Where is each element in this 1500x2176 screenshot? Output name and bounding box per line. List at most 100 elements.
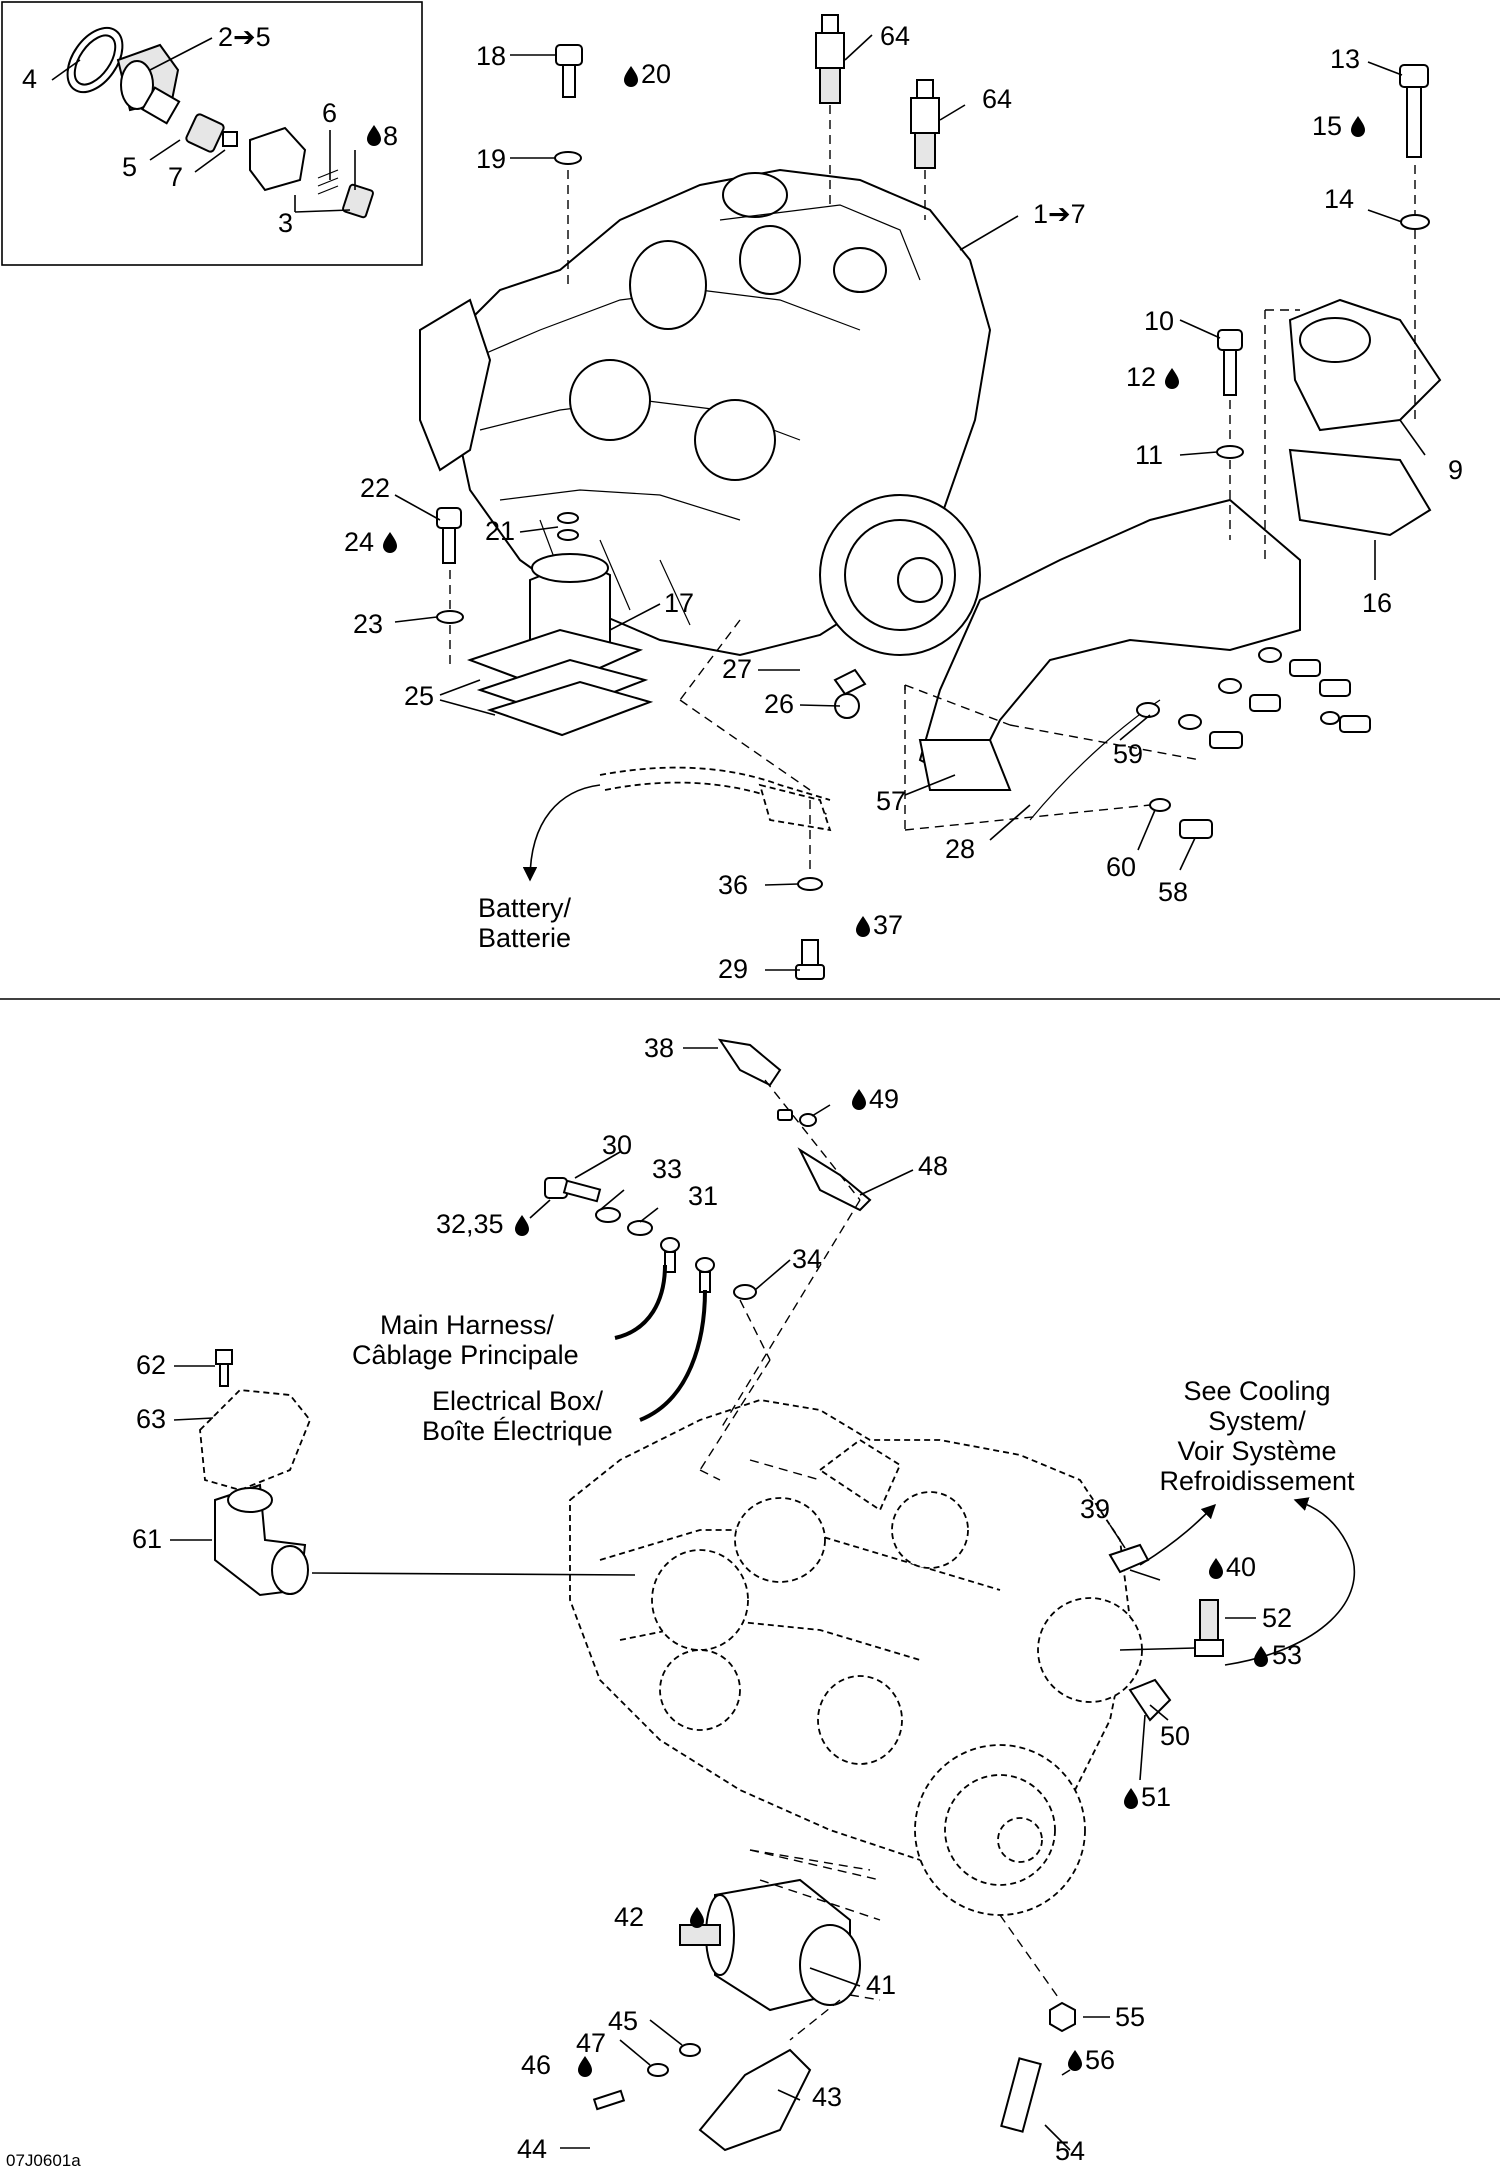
note-battery-line1: Battery/ [478, 893, 572, 923]
drop-icon [383, 532, 397, 553]
drop-icon [1209, 1558, 1223, 1579]
callout-49: 49 [869, 1084, 899, 1114]
engine-lower [569, 1399, 1143, 1916]
callout-37: 37 [873, 910, 903, 940]
drop-icon [852, 1089, 866, 1110]
callout-61: 61 [132, 1524, 162, 1554]
drop-icon [1124, 1788, 1138, 1809]
callout-64b: 64 [982, 84, 1012, 114]
note-main-harness-line2: Câblage Principale [352, 1340, 579, 1370]
callout-42: 42 [614, 1902, 644, 1932]
callout-59: 59 [1113, 739, 1143, 769]
fasteners-top [436, 44, 1430, 624]
note-main-harness-line1: Main Harness/ [380, 1310, 555, 1340]
note-cooling-line2: System/ [1208, 1406, 1306, 1436]
drop-icon [515, 1215, 529, 1236]
callout-33: 33 [652, 1154, 682, 1184]
drop-icon [690, 1907, 704, 1928]
rear-bracket [918, 498, 1301, 821]
drop-icon [367, 125, 381, 146]
drop-icon [1068, 2050, 1082, 2071]
callout-2-5: 2➔5 [218, 22, 271, 52]
callout-31: 31 [688, 1181, 718, 1211]
callout-47: 47 [576, 2028, 606, 2058]
note-cooling-line3: Voir Système [1177, 1436, 1336, 1466]
callout-57: 57 [876, 786, 906, 816]
note-electrical-box-line2: Boîte Électrique [422, 1416, 613, 1446]
callout-40: 40 [1226, 1552, 1256, 1582]
callout-63: 63 [136, 1404, 166, 1434]
callout-7: 7 [168, 162, 183, 192]
callout-32-35: 32,35 [436, 1209, 504, 1239]
drop-icon [1254, 1646, 1268, 1667]
callout-8: 8 [383, 121, 398, 151]
callout-26: 26 [764, 689, 794, 719]
callout-21: 21 [485, 516, 515, 546]
lower-bolt-stack [795, 877, 825, 980]
drop-icon [624, 66, 638, 87]
callout-29: 29 [718, 954, 748, 984]
note-cooling-line1: See Cooling [1183, 1376, 1330, 1406]
callout-labels: 2➔5 4 5 6 7 8 3 18 20 19 64 64 1➔7 13 15… [22, 21, 1463, 2166]
callout-51: 51 [1141, 1782, 1171, 1812]
callout-4: 4 [22, 64, 37, 94]
callout-23: 23 [353, 609, 383, 639]
callout-41: 41 [866, 1970, 896, 2000]
drop-icon [578, 2056, 592, 2077]
callout-3: 3 [278, 208, 293, 238]
note-electrical-box-line1: Electrical Box/ [432, 1386, 604, 1416]
callout-60: 60 [1106, 852, 1136, 882]
callout-6: 6 [322, 98, 337, 128]
callout-52: 52 [1262, 1603, 1292, 1633]
callout-25: 25 [404, 681, 434, 711]
callout-46: 46 [521, 2050, 551, 2080]
callout-64a: 64 [880, 21, 910, 51]
callout-39: 39 [1080, 1494, 1110, 1524]
spark-plugs [815, 14, 940, 169]
fasteners-bottom [544, 1038, 1224, 2133]
callout-11: 11 [1135, 440, 1163, 470]
callout-10: 10 [1144, 306, 1174, 336]
callout-50: 50 [1160, 1721, 1190, 1751]
callout-16: 16 [1362, 588, 1392, 618]
callout-18: 18 [476, 41, 506, 71]
callout-1-7: 1➔7 [1033, 199, 1086, 229]
callout-22: 22 [360, 473, 390, 503]
callout-38: 38 [644, 1033, 674, 1063]
callout-30: 30 [602, 1130, 632, 1160]
callout-17: 17 [664, 588, 694, 618]
notes: Battery/ Batterie Main Harness/ Câblage … [6, 893, 1355, 2170]
mounting-bracket-lower [199, 1349, 312, 1597]
engine-mounts [467, 298, 1442, 737]
drawing-code: 07J0601a [6, 2151, 81, 2170]
callout-62: 62 [136, 1350, 166, 1380]
callout-14: 14 [1324, 184, 1354, 214]
engine-upper [419, 168, 992, 657]
detail-inset-frame [1, 1, 423, 266]
callout-56: 56 [1085, 2045, 1115, 2075]
note-cooling-line4: Refroidissement [1159, 1466, 1355, 1496]
callout-5: 5 [122, 152, 137, 182]
callout-20: 20 [641, 59, 671, 89]
starter-motor [679, 1878, 861, 2152]
callout-13: 13 [1330, 44, 1360, 74]
note-battery-line2: Batterie [478, 923, 571, 953]
top-callout-leaders [51, 34, 1426, 971]
drop-icon [856, 916, 870, 937]
callout-28: 28 [945, 834, 975, 864]
callout-12: 12 [1126, 362, 1156, 392]
callout-9: 9 [1448, 455, 1463, 485]
callout-19: 19 [476, 144, 506, 174]
callout-48: 48 [918, 1151, 948, 1181]
bottom-callout-leaders [170, 1047, 1356, 2151]
callout-44: 44 [517, 2134, 547, 2164]
bracket-bolts [833, 647, 1371, 839]
drop-icon [1351, 116, 1365, 137]
callout-53: 53 [1272, 1640, 1302, 1670]
callout-36: 36 [718, 870, 748, 900]
battery-cable [522, 766, 832, 882]
harness-wires [614, 1264, 707, 1422]
callout-58: 58 [1158, 877, 1188, 907]
callout-55: 55 [1115, 2002, 1145, 2032]
